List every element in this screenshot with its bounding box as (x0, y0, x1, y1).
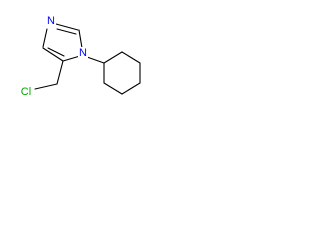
bond-cy5-cy6 (103, 82, 123, 95)
chlorine-label: Cl (21, 86, 31, 98)
atom-label-n-sub: N (78, 47, 88, 59)
bond-n1-cy1 (86, 56, 105, 64)
bond-cy4-cy5 (121, 82, 141, 95)
bond-c2-n3 (55, 23, 79, 31)
nitrogen-label-top: N (47, 15, 55, 27)
bond-n1-c2 (78, 29, 83, 49)
bond-cy1-cy2 (103, 51, 123, 64)
bond-c5-n1 (62, 55, 81, 62)
atom-label-n-top: N (46, 15, 56, 27)
bond-c4-c5-double (47, 47, 65, 57)
bond-c2-n3-double (56, 28, 77, 35)
bond-cy2-cy3 (121, 51, 141, 64)
cyclohexyl-ring (86, 51, 141, 95)
bond-ch2-cl (34, 83, 58, 90)
atom-label-cl: Cl (18, 85, 34, 98)
chloromethyl-group (34, 60, 64, 90)
bond-c4-c5 (42, 47, 64, 62)
molecule-structure: N N Cl (18, 15, 141, 98)
nitrogen-label-substituted: N (79, 47, 87, 59)
bond-c5-ch2 (56, 60, 64, 85)
bond-n3-c4 (42, 28, 48, 48)
imidazole-ring (42, 23, 83, 62)
